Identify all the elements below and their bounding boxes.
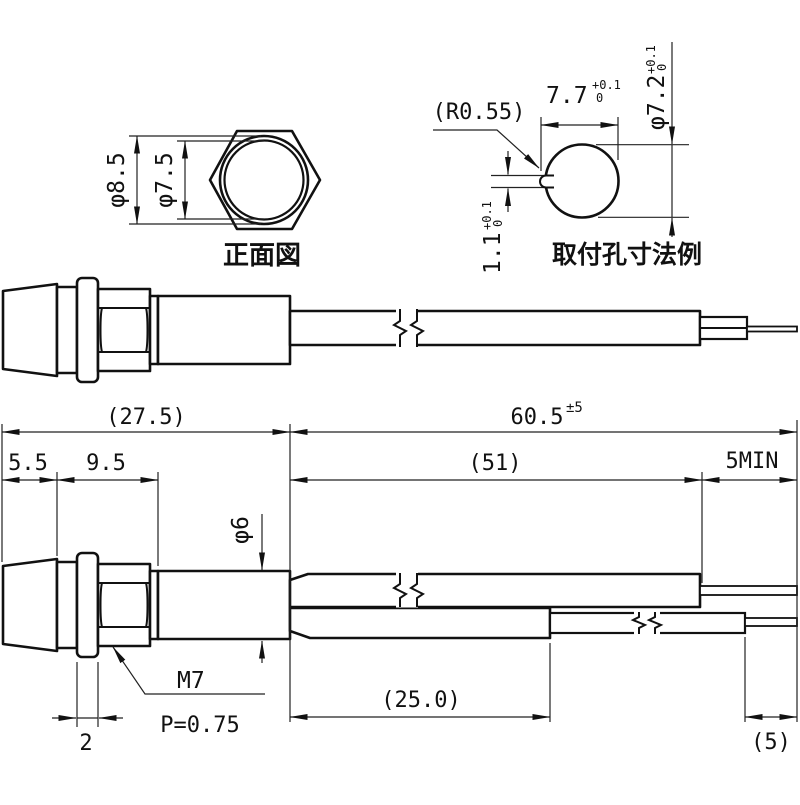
lower-lead-bare-wire	[744, 617, 798, 627]
hex-nut-faces	[98, 582, 150, 628]
dim-lower-wire-insulation: (25.0)	[289, 688, 551, 720]
notch-whiteout	[540, 175, 554, 188]
lens-cap	[1, 282, 59, 378]
dim-text-flange-thickness: 2	[79, 731, 92, 756]
flange	[75, 276, 100, 384]
leader-line	[433, 129, 540, 169]
tol-upper: +0.1	[592, 78, 621, 92]
dim-slot-width: 7.7 +0.1 0	[540, 78, 621, 171]
upper-lead-insulation	[288, 572, 702, 609]
break-gap	[396, 309, 418, 347]
hex-nut-faces	[98, 307, 150, 353]
front-view-label: 正面図	[223, 241, 301, 271]
base-ring	[55, 285, 79, 375]
dim-text-mount-length: 9.5	[86, 451, 126, 476]
wire-sleeve	[288, 309, 702, 347]
dim-wire-length: 60.5 ±5	[289, 400, 798, 435]
bezel-inner-circle	[223, 139, 305, 221]
flange	[75, 551, 100, 659]
dim-text-body-dia: φ6	[228, 516, 254, 544]
mounting-hole-view: 1.1 +0.1 0 (R0.55) 7.7 +0.1 0 φ7.2	[433, 42, 702, 274]
thread-callout: M7 P=0.75	[112, 646, 265, 738]
dim-text-outer-dia: φ8.5	[104, 152, 130, 207]
lower-lead-insulation	[288, 606, 552, 640]
base-ring	[55, 560, 79, 650]
body-tube	[156, 294, 292, 366]
dim-mount-length: 9.5	[56, 451, 159, 483]
dim-flange-thickness: 2	[52, 715, 123, 756]
hex-nut	[96, 562, 152, 648]
lens-cap	[1, 557, 59, 653]
tol-lower: 0	[491, 220, 505, 227]
hex-nut	[96, 287, 152, 373]
dim-text-strip-length: 5MIN	[726, 449, 779, 474]
radius-note-text: (R0.55)	[433, 100, 526, 125]
side-view	[1, 276, 798, 384]
tol-lower: 0	[655, 64, 669, 71]
radius-callout: (R0.55)	[433, 100, 540, 169]
leader-line	[112, 646, 265, 695]
tol-upper: +0.1	[644, 45, 658, 74]
dim-text-hole-dia: φ7.2	[644, 75, 670, 130]
dim-insulation-length: (51)	[289, 451, 703, 483]
break-gap	[396, 572, 418, 608]
body-tube	[156, 569, 292, 641]
break-line	[646, 612, 664, 634]
upper-lead-bare-wire	[699, 585, 798, 596]
dim-text-slot-width: 7.7	[546, 83, 588, 109]
break-line	[392, 309, 408, 347]
tol-upper: +0.1	[480, 201, 494, 230]
thread-text: M7	[177, 668, 205, 694]
dim-text-cap-length: 5.5	[8, 451, 48, 476]
front-view: φ8.5 φ7.5 正面図	[104, 129, 322, 271]
dim-front-length: (27.5)	[1, 405, 291, 435]
dim-text-wire-length: 60.5	[511, 405, 564, 430]
thread-pitch-text: P=0.75	[160, 713, 239, 738]
dim-cap-length: 5.5	[1, 451, 58, 483]
break-line	[409, 309, 425, 347]
extension-lines	[1, 420, 798, 727]
dimensioned-side-view: (27.5) 60.5 ±5 5.5 9.5 (51) 5MIN	[1, 400, 798, 756]
dim-text-notch-depth: 1.1	[480, 232, 506, 274]
dim-notch-depth: 1.1 +0.1 0	[480, 151, 511, 274]
break-line	[392, 573, 408, 607]
break-line	[409, 573, 425, 607]
dim-lower-wire-strip: (5)	[744, 714, 798, 755]
dim-body-diameter: φ6	[228, 514, 265, 663]
mounting-hole-circle	[544, 143, 620, 219]
dim-outer-diameter: φ8.5	[104, 135, 261, 225]
dim-text-front-length: (27.5)	[106, 405, 185, 430]
dim-inner-diameter: φ7.5	[152, 140, 264, 220]
dim-text-inner-dia: φ7.5	[152, 152, 178, 207]
break-line	[630, 612, 648, 634]
dim-text-insulation-length: (51)	[469, 451, 522, 476]
dim-tol-wire-length: ±5	[566, 400, 583, 416]
dim-text-lower-insulation: (25.0)	[381, 688, 460, 713]
dim-text-lower-strip: (5)	[751, 730, 791, 755]
bare-wire	[746, 325, 798, 333]
notch-outline	[539, 174, 554, 189]
mounting-hole-label: 取付孔寸法例	[552, 240, 702, 269]
dim-strip-length: 5MIN	[701, 449, 798, 483]
tol-lower: 0	[596, 91, 603, 105]
dim-hole-diameter: φ7.2 +0.1 0	[596, 42, 689, 237]
